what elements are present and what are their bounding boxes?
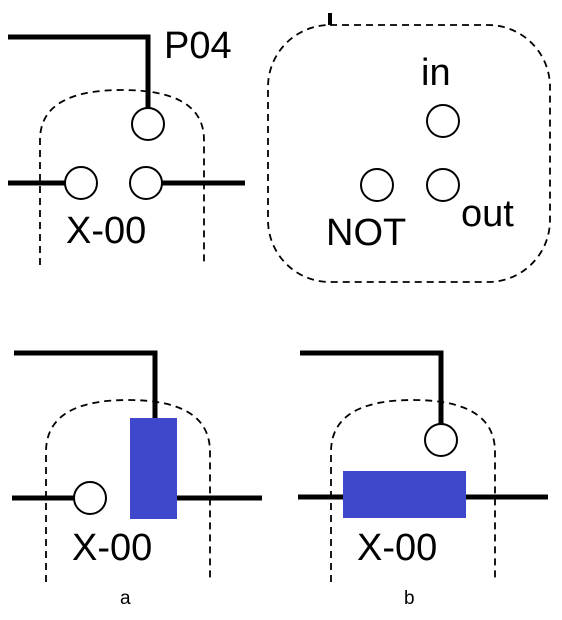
label-x00-a: X-00: [72, 527, 152, 569]
terminal-circle-not: [360, 168, 394, 202]
gate-x00-top: P04 X-00: [8, 25, 245, 265]
wire-top-b: [300, 350, 444, 425]
gate-outline-x00-top: [39, 89, 205, 265]
gate-x00-a: X-00 a: [12, 350, 262, 609]
caption-a: a: [120, 588, 131, 609]
label-in: in: [421, 52, 451, 94]
gate-x00-b: X-00 b: [298, 350, 548, 609]
label-x00-b: X-00: [357, 527, 437, 569]
label-p04: P04: [164, 25, 232, 67]
wire-p04: [8, 34, 151, 108]
gate-not: in NOT out: [267, 13, 551, 283]
terminal-circle-left: [64, 166, 98, 200]
terminal-circle-right: [129, 166, 163, 200]
terminal-circle-top-b: [424, 423, 458, 457]
gate-outline-x00-b: [330, 399, 496, 582]
gate-outline-x00-a: [45, 399, 211, 582]
terminal-circle-in: [426, 104, 460, 138]
gate-outline-not: [267, 24, 551, 283]
blue-block-vertical-a: [130, 418, 177, 519]
label-x00-top: X-00: [66, 210, 146, 252]
wire-top-a: [14, 350, 158, 418]
terminal-circle-left-a: [73, 481, 107, 515]
terminal-circle-top: [131, 107, 165, 141]
terminal-circle-out: [426, 168, 460, 202]
blue-block-horizontal-b: [343, 471, 466, 518]
label-out: out: [461, 193, 514, 235]
label-not: NOT: [326, 212, 406, 254]
caption-b: b: [404, 588, 415, 609]
